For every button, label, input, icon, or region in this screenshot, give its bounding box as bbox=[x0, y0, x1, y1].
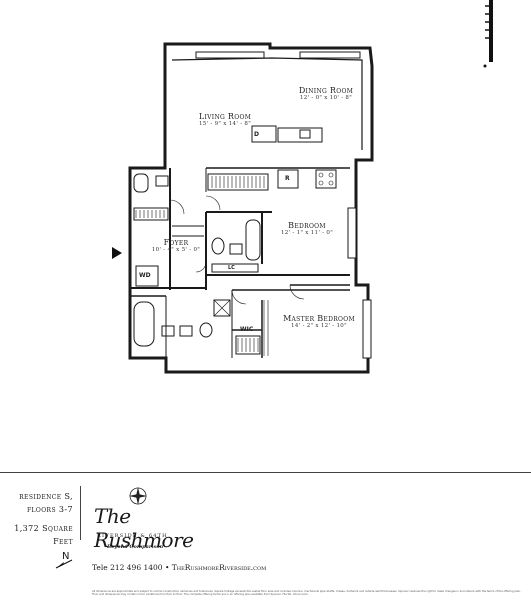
label-dishwasher: D bbox=[254, 131, 259, 138]
room-master-dims: 14' - 2" x 12' - 10" bbox=[291, 323, 347, 329]
room-bedroom-name: Bedroom bbox=[288, 221, 326, 230]
floor-plan bbox=[128, 0, 493, 374]
label-refrigerator: R bbox=[285, 175, 290, 182]
brand-location: RIVERSIDE & 64TH bbox=[97, 533, 168, 539]
contact-line: Tele 212 496 1400 • TheRushmoreRiverside… bbox=[92, 563, 266, 572]
window-dining bbox=[299, 51, 361, 59]
bathtub-master bbox=[133, 301, 155, 347]
room-master: Master Bedroom 14' - 2" x 12' - 10" bbox=[276, 314, 362, 329]
closet-foyer bbox=[133, 207, 169, 221]
legal-disclaimer: All dimensions are approximate and subje… bbox=[92, 590, 521, 596]
window-master bbox=[362, 299, 372, 359]
window-living bbox=[195, 51, 265, 59]
room-dining: Dining Room 12' - 0" x 10' - 8" bbox=[286, 86, 366, 101]
brand-tagline: Beyond Comparison bbox=[107, 544, 164, 550]
sink bbox=[299, 129, 311, 139]
cooktop bbox=[315, 169, 337, 189]
bathtub-bedroom bbox=[245, 219, 261, 261]
footer-divider bbox=[0, 472, 531, 473]
washer-dryer bbox=[135, 265, 159, 287]
residence-info: residence S, floors 3-7 1,372 Square Fee… bbox=[0, 490, 73, 548]
brand-name: The Rushmore bbox=[94, 504, 194, 552]
shower bbox=[213, 299, 231, 317]
room-living: Living Room 15' - 9" x 14' - 8" bbox=[188, 112, 262, 127]
kitchen-counter bbox=[207, 173, 269, 191]
scale-bar bbox=[483, 0, 493, 68]
walk-in-closet bbox=[235, 335, 261, 355]
dishwasher bbox=[251, 125, 277, 143]
room-bedroom-dims: 12' - 1" x 11' - 0" bbox=[280, 230, 334, 236]
refrigerator bbox=[277, 169, 299, 189]
north-arrow-icon bbox=[55, 559, 73, 569]
kitchen-island bbox=[277, 127, 323, 143]
contact-website[interactable]: TheRushmoreRiverside.com bbox=[171, 563, 267, 572]
room-foyer-name: Foyer bbox=[163, 238, 189, 247]
room-foyer: Foyer 10' - 4" x 5' - 0" bbox=[148, 238, 204, 253]
window-bedroom bbox=[347, 207, 357, 259]
room-bedroom: Bedroom 12' - 1" x 11' - 0" bbox=[274, 221, 340, 236]
room-dining-dims: 12' - 0" x 10' - 8" bbox=[299, 95, 353, 101]
residence-line2: floors 3-7 bbox=[26, 505, 73, 514]
contact-phone: Tele 212 496 1400 bbox=[92, 563, 163, 572]
label-linen-closet: LC bbox=[228, 265, 235, 271]
room-living-dims: 15' - 9" x 14' - 8" bbox=[198, 121, 252, 127]
room-foyer-dims: 10' - 4" x 5' - 0" bbox=[151, 247, 201, 253]
residence-line1: residence S, bbox=[19, 492, 73, 501]
room-dining-name: Dining Room bbox=[298, 86, 354, 95]
exterior-wall bbox=[128, 42, 374, 374]
label-walk-in-closet: WIC bbox=[240, 326, 254, 333]
vertical-divider bbox=[80, 486, 81, 540]
room-living-name: Living Room bbox=[198, 112, 252, 121]
linen-closet bbox=[211, 263, 259, 273]
entry-arrow-icon bbox=[112, 247, 122, 259]
room-master-name: Master Bedroom bbox=[283, 314, 355, 323]
label-washer-dryer: WD bbox=[139, 272, 151, 279]
compass-label: N bbox=[62, 551, 70, 562]
compass-rose-icon bbox=[129, 487, 147, 505]
contact-separator: • bbox=[162, 563, 172, 572]
residence-area: 1,372 Square Feet bbox=[14, 524, 73, 546]
